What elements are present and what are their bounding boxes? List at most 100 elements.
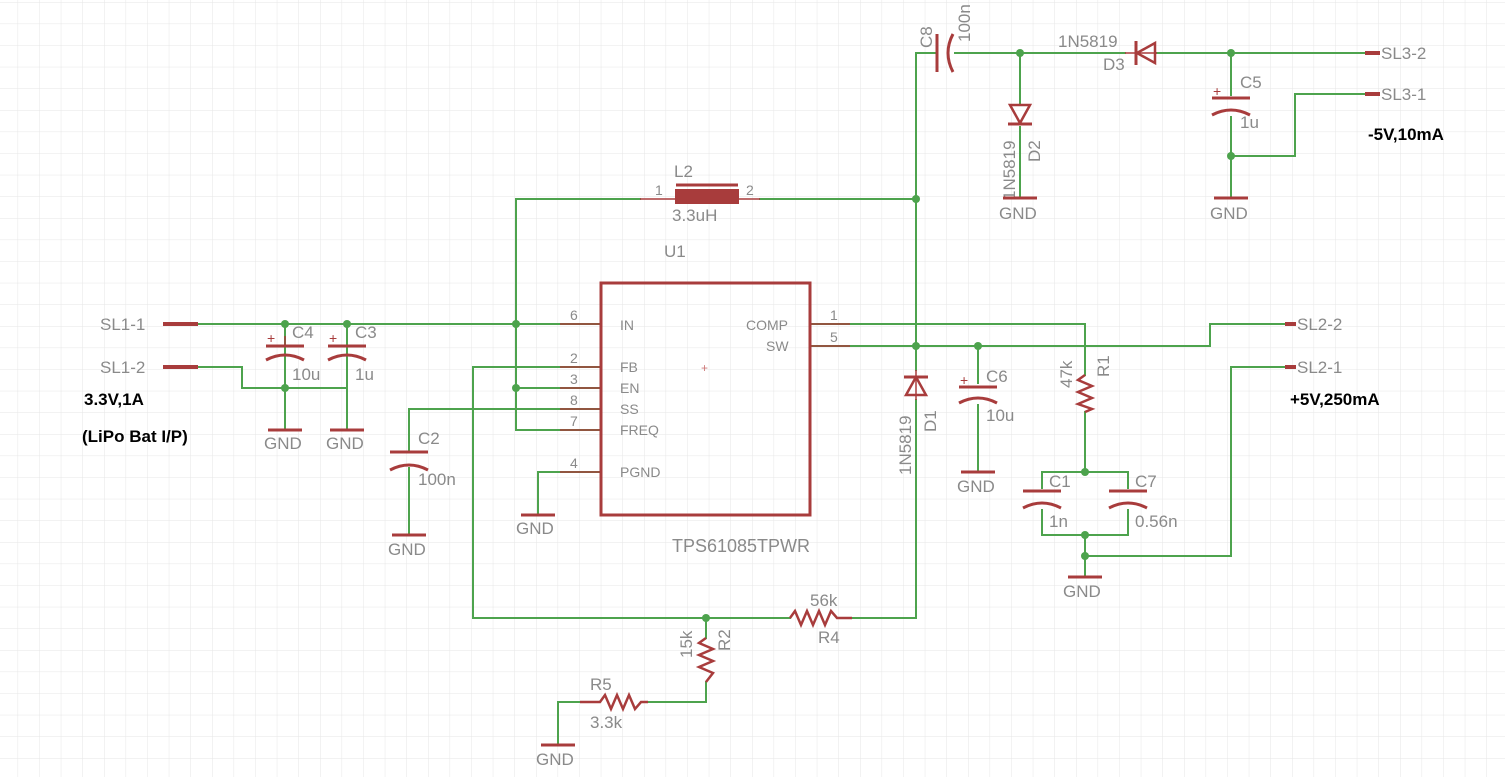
svg-text:+: +	[701, 361, 708, 375]
svg-text:GND: GND	[1210, 204, 1248, 223]
capacitor-value: 1u	[355, 365, 374, 384]
polarity-plus-icon: +	[1213, 83, 1221, 99]
polarity-plus-icon: +	[267, 330, 275, 346]
junctions	[281, 49, 1235, 622]
inductor-pin1: 1	[655, 182, 663, 198]
svg-text:GND: GND	[388, 540, 426, 559]
pin-number-fb: 2	[570, 350, 578, 366]
diode-d1[interactable]: D1 1N5819	[896, 370, 940, 475]
svg-text:GND: GND	[1063, 582, 1101, 601]
connector-label: SL1-1	[100, 315, 145, 334]
svg-text:GND: GND	[516, 519, 554, 538]
pin-number-sw: 5	[830, 329, 838, 345]
pin-name-sw: SW	[766, 338, 789, 354]
ground-symbol-r5: GND	[536, 743, 575, 769]
diode-ref: D3	[1103, 55, 1125, 74]
capacitor-value: 10u	[986, 406, 1014, 425]
capacitor-ref: C7	[1135, 472, 1157, 491]
pin-number-freq: 7	[570, 413, 578, 429]
capacitor-ref: C6	[986, 367, 1008, 386]
pin-number-comp: 1	[830, 307, 838, 323]
capacitor-c7[interactable]: C7 0.56n	[1108, 472, 1178, 531]
capacitor-c8[interactable]: C8 100n	[917, 4, 974, 73]
capacitor-c3[interactable]: + C3 1u	[327, 323, 377, 384]
connector-label: SL3-1	[1381, 85, 1426, 104]
resistor-ref: R2	[715, 629, 734, 651]
capacitor-value: 10u	[292, 365, 320, 384]
resistor-value: 56k	[810, 591, 838, 610]
pin-number-ss: 8	[570, 392, 578, 408]
resistor-r2[interactable]: R2 15k	[677, 629, 734, 683]
capacitor-c2[interactable]: C2 100n	[389, 429, 456, 489]
connector-sl1-2[interactable]: SL1-2	[100, 358, 198, 377]
ic-body	[599, 281, 812, 517]
diode-d2[interactable]: D2 1N5819	[1000, 103, 1044, 200]
positive-output-note: +5V,250mA	[1290, 390, 1380, 409]
wires	[197, 52, 1366, 746]
capacitor-value: 100n	[955, 4, 974, 42]
svg-text:GND: GND	[999, 204, 1037, 223]
capacitor-value: 0.56n	[1135, 512, 1178, 531]
inductor-core	[675, 189, 739, 204]
inductor-value: 3.3uH	[672, 206, 717, 225]
resistor-r1[interactable]: R1 47k	[1057, 355, 1113, 414]
ground-symbol-c2: GND	[388, 533, 426, 559]
capacitor-c1[interactable]: C1 1n	[1022, 472, 1071, 531]
resistor-r4[interactable]: 56k R4	[788, 591, 852, 647]
capacitor-ref: C2	[418, 429, 440, 448]
ground-symbols: GND GND GND GND GND GND GND GND	[264, 196, 1248, 769]
svg-text:GND: GND	[536, 750, 574, 769]
pin-number-in: 6	[570, 307, 578, 323]
ic-ref: U1	[664, 242, 686, 261]
resistor-ref: R5	[590, 675, 612, 694]
svg-text:GND: GND	[264, 434, 302, 453]
ground-symbol-c3: GND	[326, 428, 364, 453]
resistor-value: 47k	[1057, 360, 1076, 388]
capacitor-c4[interactable]: + C4 10u	[265, 323, 320, 384]
pin-name-freq: FREQ	[620, 422, 659, 438]
ic-part-number: TPS61085TPWR	[672, 536, 810, 556]
pin-name-fb: FB	[620, 359, 638, 375]
polarity-plus-icon: +	[329, 330, 337, 346]
input-source-note: (LiPo Bat I/P)	[82, 427, 188, 446]
diode-d3[interactable]: D3 1N5819	[1058, 32, 1157, 74]
ground-symbol-c5: GND	[1210, 196, 1248, 223]
capacitor-ref: C5	[1240, 73, 1262, 92]
capacitor-ref: C1	[1049, 472, 1071, 491]
capacitor-ref: C4	[292, 323, 314, 342]
connector-sl2-2[interactable]: SL2-2	[1285, 315, 1342, 334]
connector-sl1-1[interactable]: SL1-1	[100, 315, 198, 334]
resistor-value: 3.3k	[590, 713, 623, 732]
ic-u1[interactable]: U1 TPS61085TPWR + 6 IN 2 FB 3 EN 8 SS 7 …	[560, 242, 850, 556]
pin-name-ss: SS	[620, 401, 639, 417]
resistor-ref: R1	[1094, 355, 1113, 377]
resistor-value: 15k	[677, 630, 696, 658]
connector-label: SL2-1	[1297, 358, 1342, 377]
diode-value: 1N5819	[1000, 140, 1019, 200]
pin-name-comp: COMP	[746, 317, 788, 333]
svg-text:GND: GND	[326, 434, 364, 453]
ground-symbol-c6: GND	[957, 470, 995, 496]
inductor-l2[interactable]: L2 3.3uH 1 2	[640, 162, 760, 225]
pin-number-en: 3	[570, 371, 578, 387]
capacitor-c6[interactable]: + C6 10u	[958, 367, 1014, 425]
capacitor-value: 1n	[1049, 512, 1068, 531]
diode-ref: D1	[921, 410, 940, 432]
polarity-plus-icon: +	[960, 372, 968, 388]
svg-text:GND: GND	[957, 477, 995, 496]
capacitor-ref: C8	[917, 26, 936, 48]
connector-label: SL1-2	[100, 358, 145, 377]
connector-sl3-1[interactable]: SL3-1	[1365, 85, 1426, 104]
negative-output-note: -5V,10mA	[1368, 125, 1444, 144]
diode-ref: D2	[1025, 140, 1044, 162]
capacitor-value: 100n	[418, 470, 456, 489]
pin-name-in: IN	[620, 317, 634, 333]
pin-number-pgnd: 4	[570, 455, 578, 471]
capacitor-value: 1u	[1240, 113, 1259, 132]
resistor-r5[interactable]: R5 3.3k	[580, 675, 648, 732]
connector-sl3-2[interactable]: SL3-2	[1365, 44, 1426, 63]
capacitor-c5[interactable]: + C5 1u	[1211, 73, 1262, 132]
ground-symbol-comp: GND	[1063, 575, 1102, 601]
resistor-ref: R4	[818, 628, 840, 647]
connector-sl2-1[interactable]: SL2-1	[1285, 358, 1342, 377]
